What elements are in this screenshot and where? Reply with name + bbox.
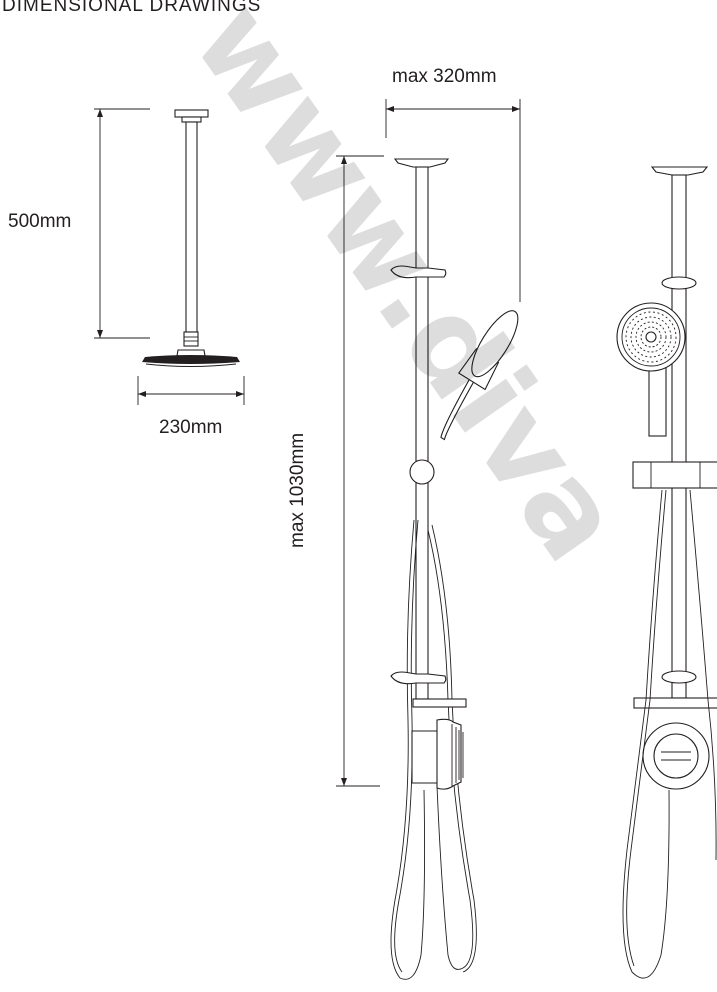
head-diameter-label: 230mm xyxy=(159,417,222,438)
spray-nozzle-pattern xyxy=(625,311,677,363)
head-diameter-dimension: 230mm xyxy=(137,376,245,438)
max-width-label: max 320mm xyxy=(392,66,497,87)
arm-length-label: 500mm xyxy=(8,211,71,232)
max-height-label: max 1030mm xyxy=(287,433,308,548)
riser-kit-front-view xyxy=(616,166,717,979)
page-heading: DIMENSIONAL DRAWINGS xyxy=(2,0,261,16)
max-height-dimension: max 1030mm xyxy=(287,155,384,787)
watermark: www.diva xyxy=(167,0,650,585)
arm-length-dimension: 500mm xyxy=(8,108,150,339)
max-width-dimension: max 320mm xyxy=(385,66,521,302)
riser-kit-side-view xyxy=(390,158,519,980)
ceiling-rain-head-drawing xyxy=(142,109,240,367)
